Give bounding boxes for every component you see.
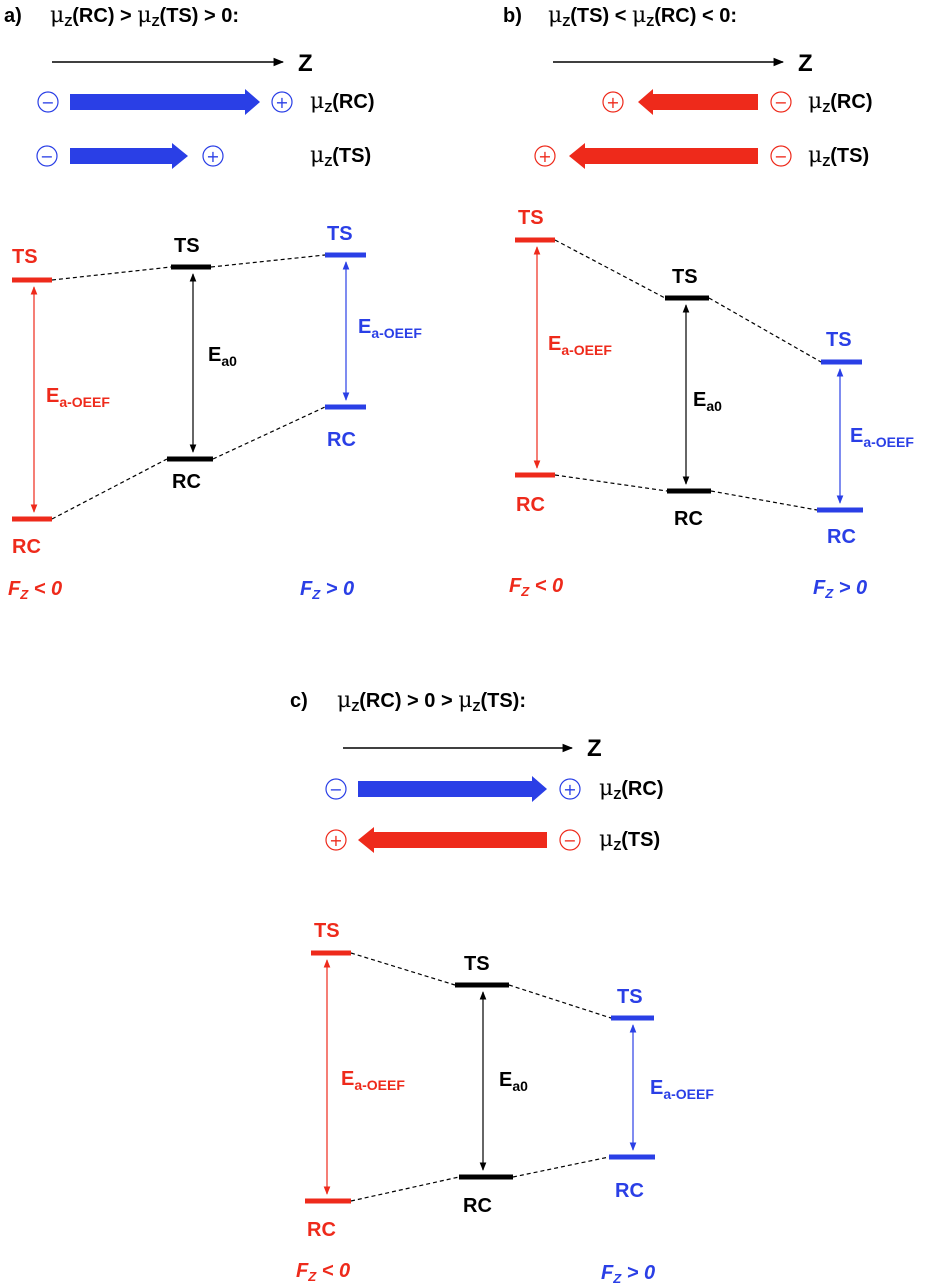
rc-connector	[554, 474, 818, 511]
positive-charge-icon	[559, 778, 581, 800]
field-left-label: FZ < 0	[8, 578, 62, 602]
negative-charge-icon	[770, 91, 792, 113]
svg-text:−: −	[40, 147, 53, 166]
panel-a-header: μZ(RC) > μZ(TS) > 0:	[50, 3, 239, 29]
ea-left-label: Ea-OEEF	[548, 333, 612, 358]
negative-charge-icon	[559, 829, 581, 851]
dipole-rc: − + μZ(RC)	[325, 776, 663, 802]
svg-text:RC: RC	[827, 526, 856, 548]
dipole-label: μZ(TS)	[310, 143, 371, 169]
svg-text:RC: RC	[307, 1219, 336, 1241]
field-left-label: FZ < 0	[296, 1260, 350, 1284]
ea-mid-label: Ea0	[208, 344, 237, 369]
negative-charge-icon	[37, 91, 59, 113]
ts-connector	[350, 952, 612, 1019]
dipole-ts: + − μZ(TS)	[534, 143, 869, 169]
svg-text:−: −	[329, 780, 342, 799]
svg-text:RC: RC	[615, 1180, 644, 1202]
dipole-arrow-icon	[70, 143, 188, 169]
positive-charge-icon	[534, 145, 556, 167]
svg-text:TS: TS	[672, 266, 698, 288]
svg-text:RC: RC	[674, 508, 703, 530]
ea-right-label: Ea-OEEF	[358, 316, 422, 341]
ea-right-label: Ea-OEEF	[850, 425, 914, 450]
svg-text:TS: TS	[314, 920, 340, 942]
z-axis-label: Z	[298, 50, 313, 77]
z-axis-label: Z	[798, 50, 813, 77]
ea-mid-label: Ea0	[693, 389, 722, 414]
svg-text:−: −	[774, 147, 787, 166]
rc-connector	[51, 406, 326, 520]
panel-a: a) μZ(RC) > μZ(TS) > 0: Z − + μZ(RC) − +…	[4, 3, 422, 602]
dipole-label: μZ(RC)	[599, 776, 663, 802]
dipole-ts: + − μZ(TS)	[325, 827, 660, 853]
dipole-ts: − + μZ(TS)	[36, 143, 371, 169]
panel-a-label: a)	[4, 5, 22, 27]
svg-text:RC: RC	[172, 471, 201, 493]
ea-left-label: Ea-OEEF	[341, 1068, 405, 1093]
dipole-label: μZ(RC)	[310, 89, 374, 115]
svg-text:RC: RC	[12, 536, 41, 558]
svg-text:TS: TS	[617, 986, 643, 1008]
svg-text:RC: RC	[516, 494, 545, 516]
z-axis-label: Z	[587, 735, 602, 762]
svg-text:RC: RC	[463, 1195, 492, 1217]
svg-text:TS: TS	[12, 246, 38, 268]
positive-charge-icon	[325, 829, 347, 851]
panel-c: c) μZ(RC) > 0 > μZ(TS): Z − + μZ(RC) + −…	[290, 688, 714, 1286]
svg-text:TS: TS	[174, 235, 200, 257]
dipole-arrow-icon	[70, 89, 260, 115]
rc-connector	[350, 1156, 610, 1202]
field-right-label: FZ > 0	[601, 1262, 655, 1286]
svg-text:RC: RC	[327, 429, 356, 451]
ts-connector	[51, 254, 326, 281]
negative-charge-icon	[325, 778, 347, 800]
svg-text:TS: TS	[518, 207, 544, 229]
dipole-arrow-icon	[358, 776, 547, 802]
dipole-arrow-icon	[638, 89, 758, 115]
negative-charge-icon	[770, 145, 792, 167]
svg-text:TS: TS	[826, 329, 852, 351]
svg-text:TS: TS	[464, 953, 490, 975]
positive-charge-icon	[202, 145, 224, 167]
ea-right-label: Ea-OEEF	[650, 1077, 714, 1102]
dipole-rc: + − μZ(RC)	[602, 89, 872, 115]
dipole-arrow-icon	[569, 143, 758, 169]
svg-text:+: +	[563, 780, 576, 799]
svg-text:+: +	[329, 831, 342, 850]
panel-b: b) μZ(TS) < μZ(RC) < 0: Z + − μZ(RC) + −…	[503, 3, 914, 601]
positive-charge-icon	[271, 91, 293, 113]
ts-connector	[554, 239, 822, 363]
panel-b-label: b)	[503, 5, 522, 27]
svg-text:−: −	[563, 831, 576, 850]
dipole-label: μZ(TS)	[808, 143, 869, 169]
ea-mid-label: Ea0	[499, 1069, 528, 1094]
negative-charge-icon	[36, 145, 58, 167]
panel-b-header: μZ(TS) < μZ(RC) < 0:	[548, 3, 737, 29]
svg-text:+: +	[538, 147, 551, 166]
positive-charge-icon	[602, 91, 624, 113]
field-right-label: FZ > 0	[300, 578, 354, 602]
svg-text:+: +	[606, 93, 619, 112]
svg-text:+: +	[275, 93, 288, 112]
dipole-label: μZ(TS)	[599, 827, 660, 853]
panel-c-header: μZ(RC) > 0 > μZ(TS):	[337, 688, 526, 714]
field-left-label: FZ < 0	[509, 575, 563, 599]
svg-text:+: +	[206, 147, 219, 166]
svg-text:−: −	[41, 93, 54, 112]
dipole-rc: − + μZ(RC)	[37, 89, 374, 115]
field-right-label: FZ > 0	[813, 577, 867, 601]
ea-left-label: Ea-OEEF	[46, 385, 110, 410]
svg-text:TS: TS	[327, 223, 353, 245]
panel-c-label: c)	[290, 690, 308, 712]
dipole-label: μZ(RC)	[808, 89, 872, 115]
dipole-arrow-icon	[358, 827, 547, 853]
svg-text:−: −	[774, 93, 787, 112]
